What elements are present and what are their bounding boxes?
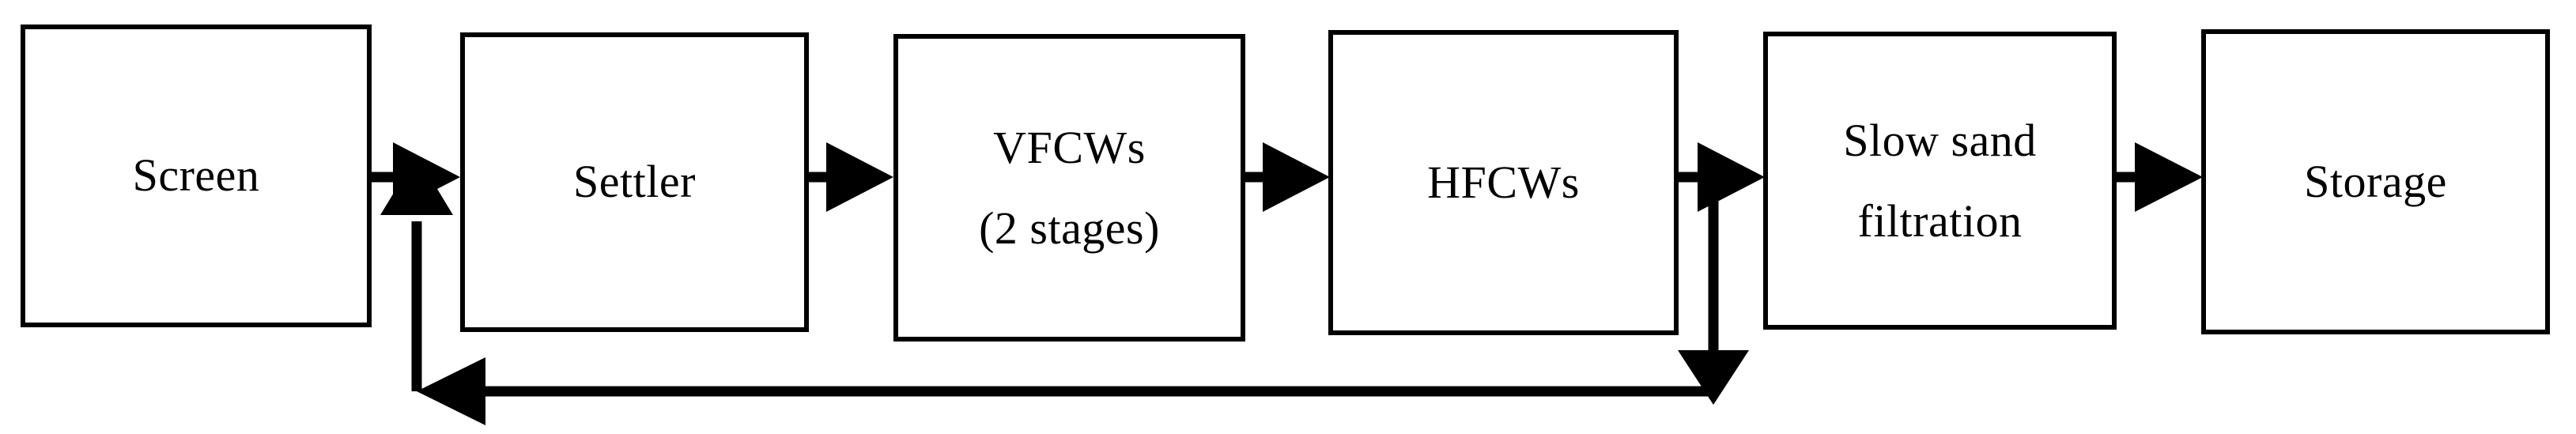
connector-slow-sand-filtration-to-storage xyxy=(2117,142,2203,212)
process-node-slow-sand-filtration[interactable]: Slow sand filtration xyxy=(1763,32,2117,330)
process-node-vfcws[interactable]: VFCWs (2 stages) xyxy=(893,34,1245,342)
arrowhead-left-recirculation xyxy=(417,357,485,425)
arrowhead-right-into-vfcws xyxy=(826,142,893,212)
process-node-storage[interactable]: Storage xyxy=(2201,29,2550,334)
arrowhead-down-recirculation xyxy=(1678,350,1749,405)
node-sublabel-filtration: filtration xyxy=(1857,194,2023,247)
node-label-vfcws: VFCWs xyxy=(993,121,1146,173)
node-label-settler: Settler xyxy=(573,156,696,208)
node-label-storage: Storage xyxy=(2304,155,2447,207)
process-node-hfcws[interactable]: HFCWs xyxy=(1328,30,1679,335)
node-sublabel-vfcws-stages: (2 stages) xyxy=(979,202,1160,254)
process-node-screen[interactable]: Screen xyxy=(21,25,372,327)
arrowhead-right-into-hfcws xyxy=(1263,142,1330,212)
connector-recirculation-loop xyxy=(380,155,1749,425)
node-label-slow-sand: Slow sand xyxy=(1843,114,2037,166)
arrowhead-up-into-settler xyxy=(380,155,453,215)
connector-settler-to-vfcws xyxy=(809,142,893,212)
connector-vfcws-to-hfcws xyxy=(1245,142,1330,212)
node-label-hfcws: HFCWs xyxy=(1427,156,1580,208)
arrowhead-right-into-slow-sand-filtration xyxy=(1698,142,1765,212)
node-label-screen: Screen xyxy=(132,149,260,202)
process-node-settler[interactable]: Settler xyxy=(460,32,809,332)
connector-hfcws-to-slow-sand-filtration xyxy=(1679,142,1765,212)
arrowhead-right-into-storage xyxy=(2135,142,2203,212)
